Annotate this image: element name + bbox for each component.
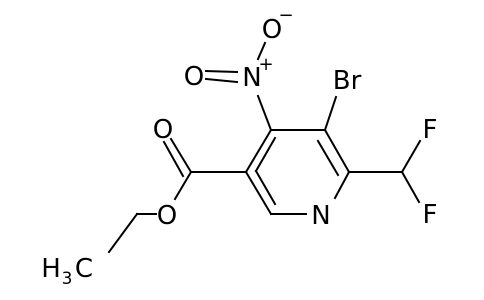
bond-nitro-o-left-b — [204, 69, 239, 74]
nitro-nitrogen-positive-charge: + — [258, 54, 273, 75]
bond-carbonyl-ester-o — [173, 170, 193, 201]
bond-nitro-o-top — [256, 41, 267, 61]
bond-c6-c5-inner — [254, 169, 277, 206]
atom-fluorine-bottom: F — [423, 200, 438, 230]
bond-chf2-f-bottom — [400, 170, 421, 204]
bond-carbonyl-o-b — [162, 140, 185, 178]
atom-fluorine-top: F — [423, 115, 438, 145]
atom-carbonyl-oxygen: O — [153, 115, 173, 145]
atom-ester-oxygen: O — [157, 201, 177, 231]
bond-ch2-ch3 — [107, 212, 139, 254]
atom-nitro-oxygen-left: O — [184, 62, 204, 92]
atom-methyl-subscript: 3 — [62, 269, 73, 289]
bond-c3-c2-inner — [316, 139, 340, 177]
bond-carbonyl-o-a — [169, 137, 193, 174]
bond-c3-c2 — [323, 128, 351, 174]
bond-c2-n1 — [333, 170, 351, 200]
bond-c3-br — [323, 95, 338, 132]
bond-nitro-o-left-a — [204, 77, 239, 84]
atom-nitro-nitrogen: N — [242, 63, 261, 93]
atom-ring-nitrogen: N — [311, 201, 330, 231]
bond-c4-nitro — [256, 94, 273, 132]
atom-methyl-c: C — [75, 254, 93, 284]
nitro-oxygen-negative-charge: − — [278, 5, 293, 26]
bond-c5-c4-inner — [254, 136, 277, 173]
atom-bromine: Br — [333, 66, 362, 96]
bond-c5-c4 — [244, 128, 273, 174]
atom-methyl-h: H — [41, 254, 61, 284]
bond-chf2-f-top — [400, 139, 422, 174]
atom-nitro-oxygen-top: O — [262, 15, 282, 45]
bond-c6-c5 — [244, 170, 273, 216]
